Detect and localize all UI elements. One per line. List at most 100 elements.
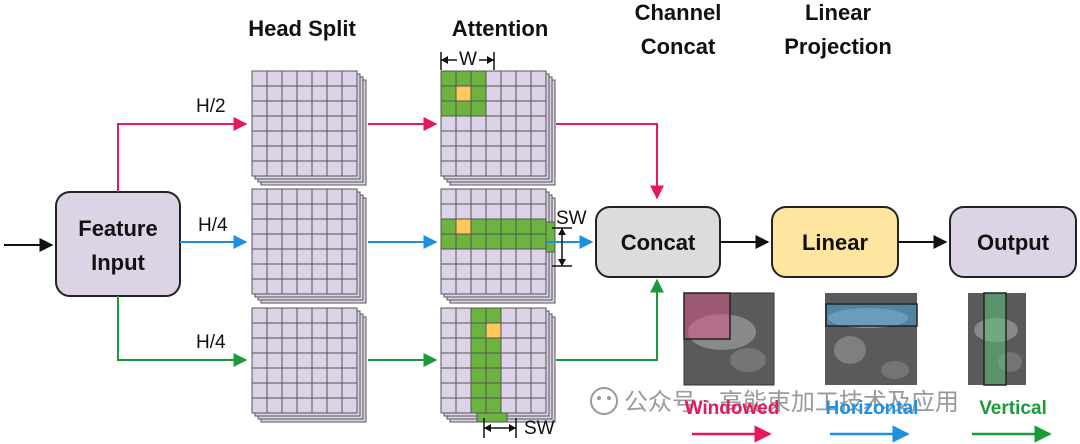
split-grid-mid-cell	[251, 188, 268, 205]
watermark-text: 公众号 · 高能束加工技术及应用	[624, 388, 959, 416]
split-grid-mid-cell	[341, 233, 358, 250]
sw-bottom-arrow-left	[484, 424, 491, 432]
attention-grid-vertical-cell	[530, 397, 547, 414]
split-grid-top-cell	[326, 70, 343, 87]
split-grid-top-cell	[251, 100, 268, 117]
attention-grid-windowed-cell	[500, 130, 517, 147]
split-grid-mid-cell	[311, 248, 328, 265]
attention-grid-vertical-cell	[530, 382, 547, 399]
attention-grid-windowed-cell	[455, 70, 472, 87]
split-grid-bottom-cell	[326, 397, 343, 414]
attention-grid-windowed-cell	[470, 145, 487, 162]
attention-grid-vertical-cell	[515, 382, 532, 399]
attention-grid-vertical-cell	[455, 382, 472, 399]
split-grid-bottom-cell	[281, 307, 298, 324]
split-grid-top-cell	[251, 130, 268, 147]
split-grid-mid-cell	[266, 248, 283, 265]
split-grid-top-cell	[296, 85, 313, 102]
attention-grid-horizontal-cell	[515, 188, 532, 205]
split-grid-bottom-cell	[341, 382, 358, 399]
attention-grid-vertical-cell	[515, 337, 532, 354]
attention-grid-horizontal-cell	[455, 233, 472, 250]
attention-grid-windowed-cell	[440, 160, 457, 177]
split-grid-bottom-cell	[266, 397, 283, 414]
attention-grid-vertical-cell	[500, 322, 517, 339]
split-grid-top-cell	[281, 145, 298, 162]
attention-grid-horizontal-cell	[515, 263, 532, 280]
feature-input-box	[55, 191, 181, 297]
attention-grid-horizontal-cell	[515, 248, 532, 265]
attention-grid-windowed-cell	[500, 115, 517, 132]
attention-grid-horizontal-cell	[455, 248, 472, 265]
w-dimension-arrow-left	[441, 56, 448, 64]
attention-grid-horizontal-cell	[455, 263, 472, 280]
split-grid-top-cell	[296, 100, 313, 117]
attention-grid-horizontal-cell	[515, 218, 532, 235]
split-grid-mid-cell	[266, 218, 283, 235]
split-grid-bottom-cell	[251, 397, 268, 414]
split-grid-mid-cell	[296, 188, 313, 205]
split-grid-mid-cell	[341, 278, 358, 295]
attention-grid-horizontal-cell	[485, 263, 502, 280]
attention-grid-windowed-cell	[440, 130, 457, 147]
split-grid-bottom-cell	[296, 307, 313, 324]
attention-grid-windowed-cell	[530, 115, 547, 132]
branch-label-mid: H/4	[198, 215, 228, 236]
split-grid-mid-cell	[281, 188, 298, 205]
attention-grid-vertical-cell	[515, 322, 532, 339]
attention-grid-horizontal-cell	[485, 233, 502, 250]
attention-grid-horizontal-cell	[500, 203, 517, 220]
attention-grid-vertical-cell	[440, 352, 457, 369]
split-grid-top-cell	[266, 70, 283, 87]
split-grid-mid-cell	[311, 218, 328, 235]
attention-grid-vertical-cell	[440, 382, 457, 399]
split-grid-bottom-cell	[281, 337, 298, 354]
attention-grid-horizontal-cell	[500, 233, 517, 250]
attention-grid-horizontal-cell	[440, 218, 457, 235]
split-grid-bottom-cell	[266, 307, 283, 324]
attention-grid-horizontal-cell	[485, 278, 502, 295]
split-grid-mid-cell	[296, 278, 313, 295]
attention-grid-horizontal-cell	[470, 233, 487, 250]
attention-grid-windowed-cell	[470, 85, 487, 102]
split-grid-mid-cell	[281, 263, 298, 280]
legend-label-windowed: Windowed	[685, 398, 780, 419]
branch-label-top: H/2	[196, 96, 226, 117]
attention-grid-windowed-cell	[485, 145, 502, 162]
attention-horizontal-strip-tail	[545, 221, 556, 253]
split-grid-mid-cell	[341, 203, 358, 220]
attention-grid-horizontal-cell	[470, 218, 487, 235]
split-grid-top-cell	[341, 115, 358, 132]
split-grid-mid-cell	[326, 278, 343, 295]
output-label: Output	[977, 230, 1050, 255]
attention-grid-windowed-cell	[515, 70, 532, 87]
attention-grid-vertical-cell	[485, 352, 502, 369]
split-grid-bottom-cell	[281, 322, 298, 339]
attention-grid-windowed-cell	[530, 70, 547, 87]
attention-grid-horizontal-cell	[500, 218, 517, 235]
split-grid-top-cell	[266, 100, 283, 117]
split-grid-mid-cell	[341, 248, 358, 265]
attention-grid-horizontal-cell	[470, 203, 487, 220]
attention-grid-vertical-cell	[470, 352, 487, 369]
split-grid-top-cell	[341, 145, 358, 162]
split-grid-top-cell	[296, 70, 313, 87]
split-grid-bottom-cell	[251, 322, 268, 339]
attention-grid-horizontal-cell	[455, 218, 472, 235]
attention-grid-vertical-cell	[485, 337, 502, 354]
split-grid-mid-cell	[296, 263, 313, 280]
attention-grid-windowed-cell	[455, 115, 472, 132]
attention-grid-vertical-cell	[455, 367, 472, 384]
attention-grid-vertical-cell	[440, 307, 457, 324]
split-grid-mid-cell	[281, 218, 298, 235]
windowed-highlight	[683, 292, 731, 340]
split-grid-bottom-cell	[311, 337, 328, 354]
attention-grid-vertical-cell	[485, 367, 502, 384]
split-grid-mid-cell	[296, 233, 313, 250]
attention-grid-windowed-cell	[470, 130, 487, 147]
split-grid-bottom-cell	[326, 367, 343, 384]
attention-grid-vertical-cell	[515, 307, 532, 324]
split-grid-top-cell	[281, 115, 298, 132]
attention-grid-vertical-cell	[485, 382, 502, 399]
attention-grid-vertical-cell	[470, 367, 487, 384]
